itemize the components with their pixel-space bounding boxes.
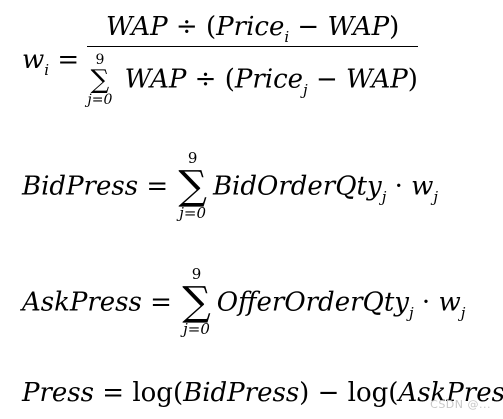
den-sum-lower: j=0 (87, 92, 113, 109)
press-minus: − (317, 378, 340, 408)
weight-denominator: 9 ∑ j=0 WAP ÷ (Pricej − WAP) (87, 52, 418, 109)
press-equation: Press = log(BidPress) − log(AskPress) (22, 380, 503, 406)
weight-equals: = (57, 45, 80, 76)
press-lhs: Press (22, 378, 94, 408)
bid-weight: w (411, 171, 434, 202)
den-price: Price (234, 64, 304, 95)
num-wap-1: WAP (105, 12, 168, 42)
log-ask-arg: AskPress (398, 378, 503, 408)
log-bid-rparen: ) (299, 378, 310, 408)
num-wap-2: WAP (327, 12, 390, 42)
askpress-equation: AskPress = 9 ∑ j=0 OfferOrderQtyj · wj (22, 266, 466, 339)
bidpress-lhs: BidPress (22, 171, 139, 202)
den-minus: − (315, 64, 338, 95)
bid-summation: 9 ∑ j=0 (178, 150, 207, 221)
ask-sigma-icon: ∑ (182, 278, 211, 325)
watermark: CSDN @... (430, 398, 491, 411)
fraction-bar (87, 46, 418, 47)
den-wap-2: WAP (346, 64, 408, 95)
log-bid-arg: BidPress (183, 378, 300, 408)
log-ask-fn: log (347, 378, 389, 408)
num-price: Price (216, 12, 285, 42)
num-rparen: ) (389, 12, 400, 42)
den-wap-1: WAP (124, 64, 187, 95)
ask-weight: w (438, 287, 461, 318)
den-sum-upper: 9 (95, 52, 105, 68)
num-minus: − (297, 12, 320, 42)
bid-sigma-icon: ∑ (178, 162, 207, 209)
den-price-sub: j (303, 80, 308, 99)
den-summation: 9 ∑ j=0 (87, 52, 113, 109)
offer-order-qty-sub: j (408, 303, 414, 322)
askpress-equals: = (150, 287, 172, 318)
bid-order-qty-sub: j (381, 187, 387, 206)
den-rparen: ) (407, 64, 418, 95)
press-equals: = (102, 378, 125, 408)
bid-weight-sub: j (433, 187, 439, 206)
log-bid-fn: log (132, 378, 173, 408)
bid-order-qty: BidOrderQty (212, 171, 382, 202)
askpress-lhs: AskPress (22, 287, 142, 318)
ask-sum-upper: 9 (191, 265, 202, 283)
bidpress-equation: BidPress = 9 ∑ j=0 BidOrderQtyj · wj (22, 150, 439, 223)
bid-dot: · (394, 171, 403, 202)
weight-fraction: WAP ÷ (Pricei − WAP) 9 ∑ j=0 WAP ÷ (Pric… (87, 12, 418, 109)
ask-weight-sub: j (460, 303, 466, 322)
ask-dot: · (421, 287, 431, 318)
den-divide: ÷ (194, 64, 217, 95)
log-bid-lparen: ( (172, 378, 184, 408)
weight-equation: wi = WAP ÷ (Pricei − WAP) 9 ∑ j=0 WAP ÷ … (22, 14, 418, 108)
den-lparen: ( (224, 64, 235, 95)
bid-sum-upper: 9 (187, 149, 198, 167)
num-divide: ÷ (175, 12, 198, 42)
weight-lhs: w (22, 45, 45, 76)
ask-sum-lower: j=0 (183, 319, 210, 338)
log-ask-lparen: ( (388, 378, 399, 408)
weight-numerator: WAP ÷ (Pricei − WAP) (87, 12, 417, 45)
ask-summation: 9 ∑ j=0 (182, 266, 211, 337)
bidpress-equals: = (146, 171, 169, 202)
bid-sum-lower: j=0 (179, 203, 207, 222)
weight-lhs-sub: i (44, 61, 50, 80)
num-lparen: ( (205, 12, 217, 42)
num-price-sub: i (284, 28, 290, 46)
offer-order-qty: OfferOrderQty (216, 287, 409, 318)
den-sigma-icon: ∑ (90, 65, 110, 96)
